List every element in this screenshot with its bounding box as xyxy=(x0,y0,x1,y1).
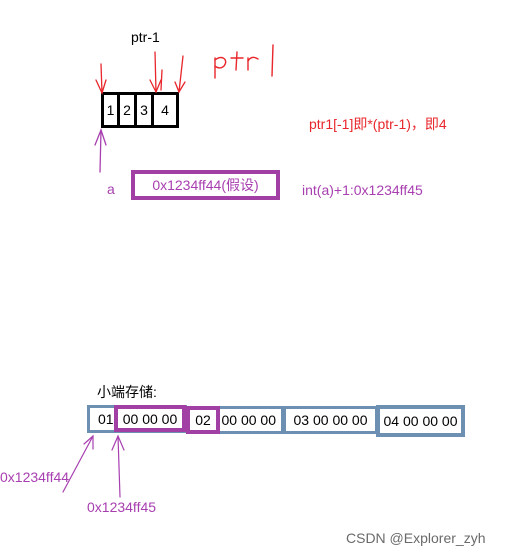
little-endian-title: 小端存储: xyxy=(97,384,157,400)
ptr-minus-1-label: ptr-1 xyxy=(131,29,160,45)
address-ff45-label: 0x1234ff45 xyxy=(87,499,157,515)
memory-block-4: 04 00 00 00 xyxy=(376,405,465,437)
memory-bytes-00-00-00-first: 00 00 00 xyxy=(114,405,186,432)
a-label: a xyxy=(107,181,115,197)
memory-byte-01: 01 xyxy=(98,411,114,427)
memory-bytes-00-00-00-second: 00 00 00 xyxy=(221,412,277,428)
int-a-plus-1-text: int(a)+1:0x1234ff45 xyxy=(302,182,423,198)
memory-block-3: 03 00 00 00 xyxy=(283,406,378,434)
watermark: CSDN @Explorer_zyh xyxy=(346,530,486,546)
memory-byte-02: 02 xyxy=(186,406,220,434)
address-assumed-box: 0x1234ff44(假设) xyxy=(131,170,280,200)
array-cell-4: 4 xyxy=(151,92,179,128)
address-ff44-label: 0x1234ff44 xyxy=(0,469,70,485)
ptr1-explanation-text: ptr1[-1]即*(ptr-1)，即4 xyxy=(309,116,447,132)
